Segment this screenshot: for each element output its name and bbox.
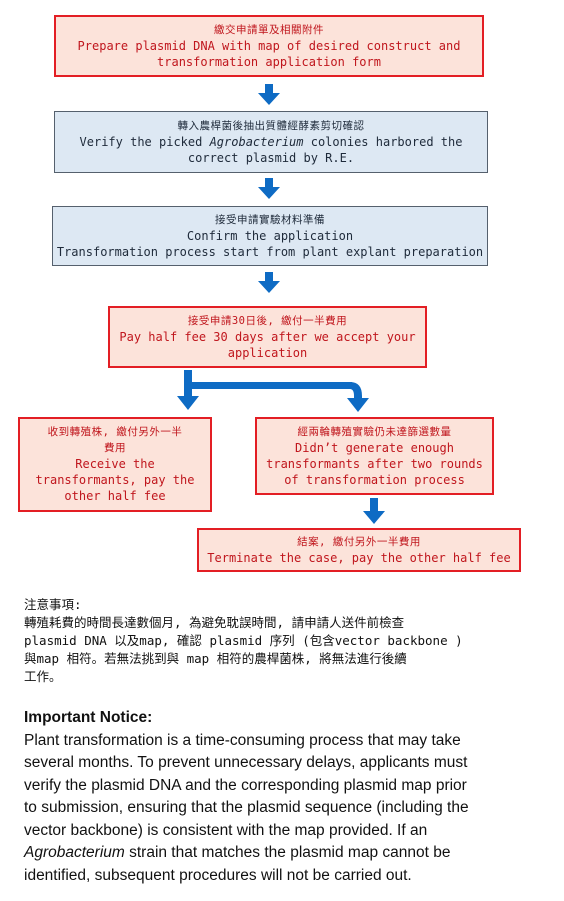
step-prepare-plasmid-en-1: Prepare plasmid DNA with map of desired … <box>77 39 461 53</box>
notice-english-line-2: several months. To prevent unnecessary d… <box>24 754 468 771</box>
notice-english-line-1: Plant transformation is a time-consuming… <box>24 731 461 749</box>
step-prepare-plasmid: 繳交申請單及相關附件 Prepare plasmid DNA with map … <box>54 15 484 77</box>
notice-chinese-line-4: 工作。 <box>24 669 62 684</box>
branch-arrows <box>177 370 369 412</box>
notice-chinese-line-2: plasmid DNA 以及map, 確認 plasmid 序列 (包含vect… <box>24 633 463 648</box>
step-receive-transformants-en-3: other half fee <box>64 489 166 503</box>
step-pay-half-fee-en-1: Pay half fee 30 days after we accept you… <box>119 330 416 344</box>
notice-english: Important Notice: Plant transformation i… <box>24 707 546 887</box>
step-receive-transformants-en-1: Receive the <box>75 457 155 471</box>
down-arrow-2 <box>258 178 280 199</box>
step-pay-half-fee: 接受申請30日後, 繳付一半費用 Pay half fee 30 days af… <box>108 306 427 368</box>
step-confirm-application: 接受申請實驗材料準備 Confirm the application Trans… <box>52 206 488 266</box>
step-verify-colonies: 轉入農桿菌後抽出質體經酵素剪切確認 Verify the picked Agro… <box>54 111 488 173</box>
step-terminate-case: 結案, 繳付另外一半費用 Terminate the case, pay the… <box>197 528 521 572</box>
step-pay-half-fee-zh: 接受申請30日後, 繳付一半費用 <box>187 315 348 327</box>
down-arrow-terminate <box>363 498 385 524</box>
step-confirm-application-en-1: Confirm the application <box>186 229 354 243</box>
step-not-enough-transformants: 經兩輪轉殖實驗仍未達篩選數量 Didn’t generate enough tr… <box>255 417 494 495</box>
step-prepare-plasmid-en-2: transformation application form <box>157 55 381 69</box>
step-confirm-application-en-2: Transformation process start from plant … <box>56 245 484 259</box>
notice-chinese-line-1: 轉殖耗費的時間長達數個月, 為避免耽誤時間, 請申請人送件前檢查 <box>24 615 405 630</box>
step-not-enough-transformants-zh: 經兩輪轉殖實驗仍未達篩選數量 <box>297 426 452 438</box>
step-terminate-case-en: Terminate the case, pay the other half f… <box>207 551 511 565</box>
notice-chinese-title: 注意事項: <box>24 597 82 612</box>
notice-chinese: 注意事項: 轉殖耗費的時間長達數個月, 為避免耽誤時間, 請申請人送件前檢查 p… <box>24 596 544 686</box>
step-pay-half-fee-en-2: application <box>227 346 308 360</box>
notice-english-line-6: Agrobacterium strain that matches the pl… <box>24 844 451 861</box>
down-arrow-1 <box>258 84 280 105</box>
notice-english-line-4: to submission, ensuring that the plasmid… <box>24 799 469 816</box>
step-prepare-plasmid-zh: 繳交申請單及相關附件 <box>214 24 324 36</box>
step-terminate-case-zh: 結案, 繳付另外一半費用 <box>297 536 421 548</box>
step-receive-transformants: 收到轉殖株, 繳付另外一半 費用 Receive the transforman… <box>18 417 212 512</box>
notice-chinese-line-3: 與map 相符。若無法挑到與 map 相符的農桿菌株, 將無法進行後續 <box>24 651 407 666</box>
step-not-enough-transformants-en-1: Didn’t generate enough <box>295 441 454 455</box>
step-verify-colonies-en-1: Verify the picked Agrobacterium colonies… <box>79 135 463 149</box>
step-verify-colonies-en-2: correct plasmid by R.E. <box>187 151 355 165</box>
notice-english-line-7: identified, subsequent procedures will n… <box>24 866 412 884</box>
notice-english-line-5: vector backbone) is consistent with the … <box>24 821 428 839</box>
step-not-enough-transformants-en-3: of transformation process <box>284 473 465 487</box>
notice-english-line-3: verify the plasmid DNA and the correspon… <box>24 776 467 794</box>
notice-english-title: Important Notice: <box>24 709 153 726</box>
step-confirm-application-zh: 接受申請實驗材料準備 <box>215 214 325 226</box>
step-receive-transformants-en-2: transformants, pay the <box>35 473 195 487</box>
down-arrow-3 <box>258 272 280 293</box>
step-not-enough-transformants-en-2: transformants after two rounds <box>266 457 483 471</box>
step-receive-transformants-zh-2: 費用 <box>104 442 126 454</box>
step-receive-transformants-zh-1: 收到轉殖株, 繳付另外一半 <box>47 426 183 438</box>
step-verify-colonies-zh: 轉入農桿菌後抽出質體經酵素剪切確認 <box>177 120 365 132</box>
